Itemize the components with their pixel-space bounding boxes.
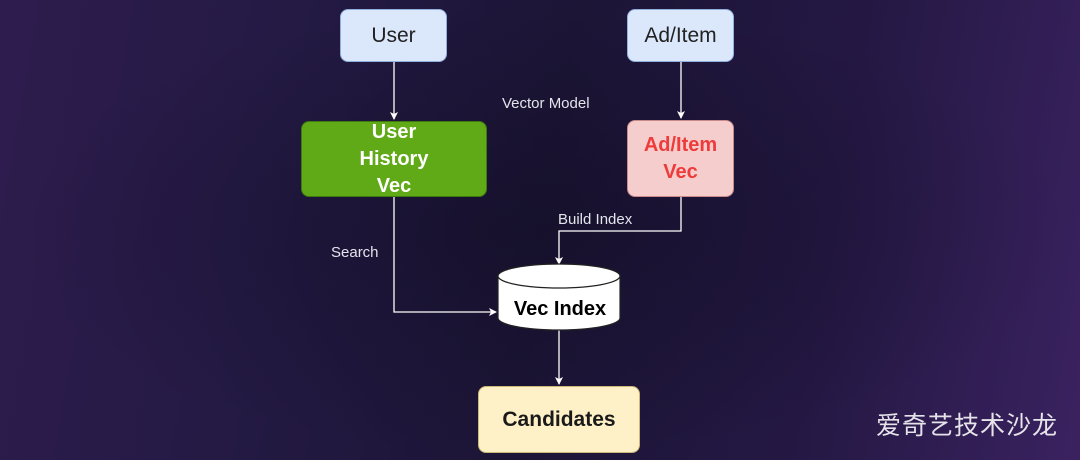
- vec-index-label: Vec Index: [513, 297, 607, 320]
- ad-item-vec-line-2: Vec: [663, 160, 698, 183]
- ad-item-node-label: Ad/Item: [644, 23, 717, 47]
- search-label: Search: [331, 244, 379, 261]
- user-node: User: [340, 9, 447, 62]
- candidates-node-label: Candidates: [502, 407, 616, 431]
- user-history-vec-line-1: User: [371, 120, 417, 143]
- vec-index-cylinder: [497, 263, 621, 331]
- candidates-node: Candidates: [478, 386, 640, 453]
- edge-user-history-vec-to-vec-index: [393, 197, 497, 316]
- cylinder-body: [497, 276, 621, 331]
- build-index-label: Build Index: [558, 211, 633, 228]
- user-history-vec-line-3: Vec: [376, 174, 412, 197]
- watermark-text: 爱奇艺技术沙龙: [875, 412, 1058, 440]
- ad-item-vec-node: Ad/Item Vec: [627, 120, 734, 197]
- ad-item-vec-line-1: Ad/Item: [643, 133, 718, 156]
- ad-item-node: Ad/Item: [627, 9, 734, 62]
- edge-ad-item-vec-to-vec-index: [555, 197, 682, 265]
- user-history-vec-node: User History Vec: [301, 121, 487, 197]
- vector-model-label: Vector Model: [502, 95, 590, 112]
- user-history-vec-line-2: History: [359, 147, 429, 170]
- user-node-label: User: [371, 23, 416, 47]
- cylinder-top: [497, 263, 621, 289]
